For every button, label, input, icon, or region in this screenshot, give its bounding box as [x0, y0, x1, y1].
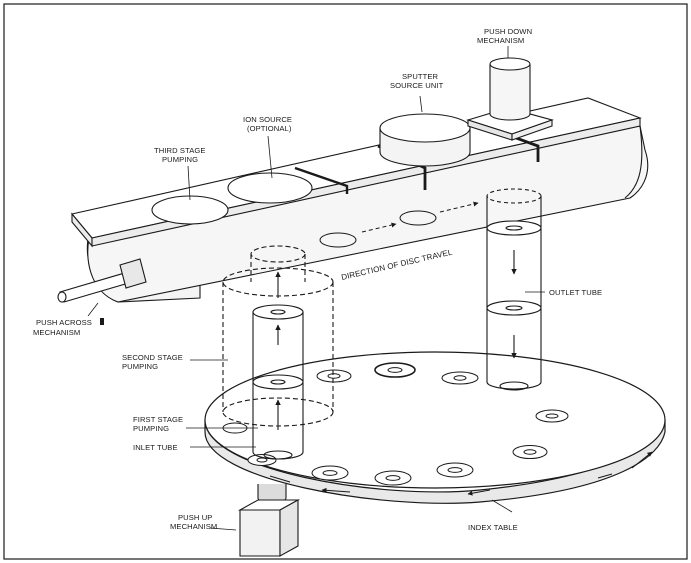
label-push-across-2: MECHANISM [33, 328, 80, 337]
third-stage-port [152, 196, 228, 224]
label-ion-2: (OPTIONAL) [247, 124, 292, 133]
label-first-2: PUMPING [133, 424, 169, 433]
label-sputter-2: SOURCE UNIT [390, 81, 444, 90]
label-second-1: SECOND STAGE [122, 353, 183, 362]
label-inlet: INLET TUBE [133, 443, 178, 452]
label-index: INDEX TABLE [468, 523, 518, 532]
label-push-up-2: MECHANISM [170, 522, 217, 531]
label-push-down-1: PUSH DOWN [484, 27, 532, 36]
label-ion-1: ION SOURCE [243, 115, 292, 124]
label-push-down-2: MECHANISM [477, 36, 524, 45]
label-sputter-1: SPUTTER [402, 72, 439, 81]
label-first-1: FIRST STAGE [133, 415, 183, 424]
label-push-across-1: PUSH ACROSS [36, 318, 92, 327]
push-up-mechanism [240, 484, 298, 556]
ion-source-port [228, 173, 312, 203]
label-second-2: PUMPING [122, 362, 158, 371]
label-outlet: OUTLET TUBE [549, 288, 602, 297]
label-marker [100, 318, 104, 325]
push-down-mechanism [468, 58, 552, 140]
label-push-up-1: PUSH UP [178, 513, 212, 522]
label-third-2: PUMPING [162, 155, 198, 164]
label-third-1: THIRD STAGE [154, 146, 206, 155]
sputter-source-unit [380, 114, 470, 166]
